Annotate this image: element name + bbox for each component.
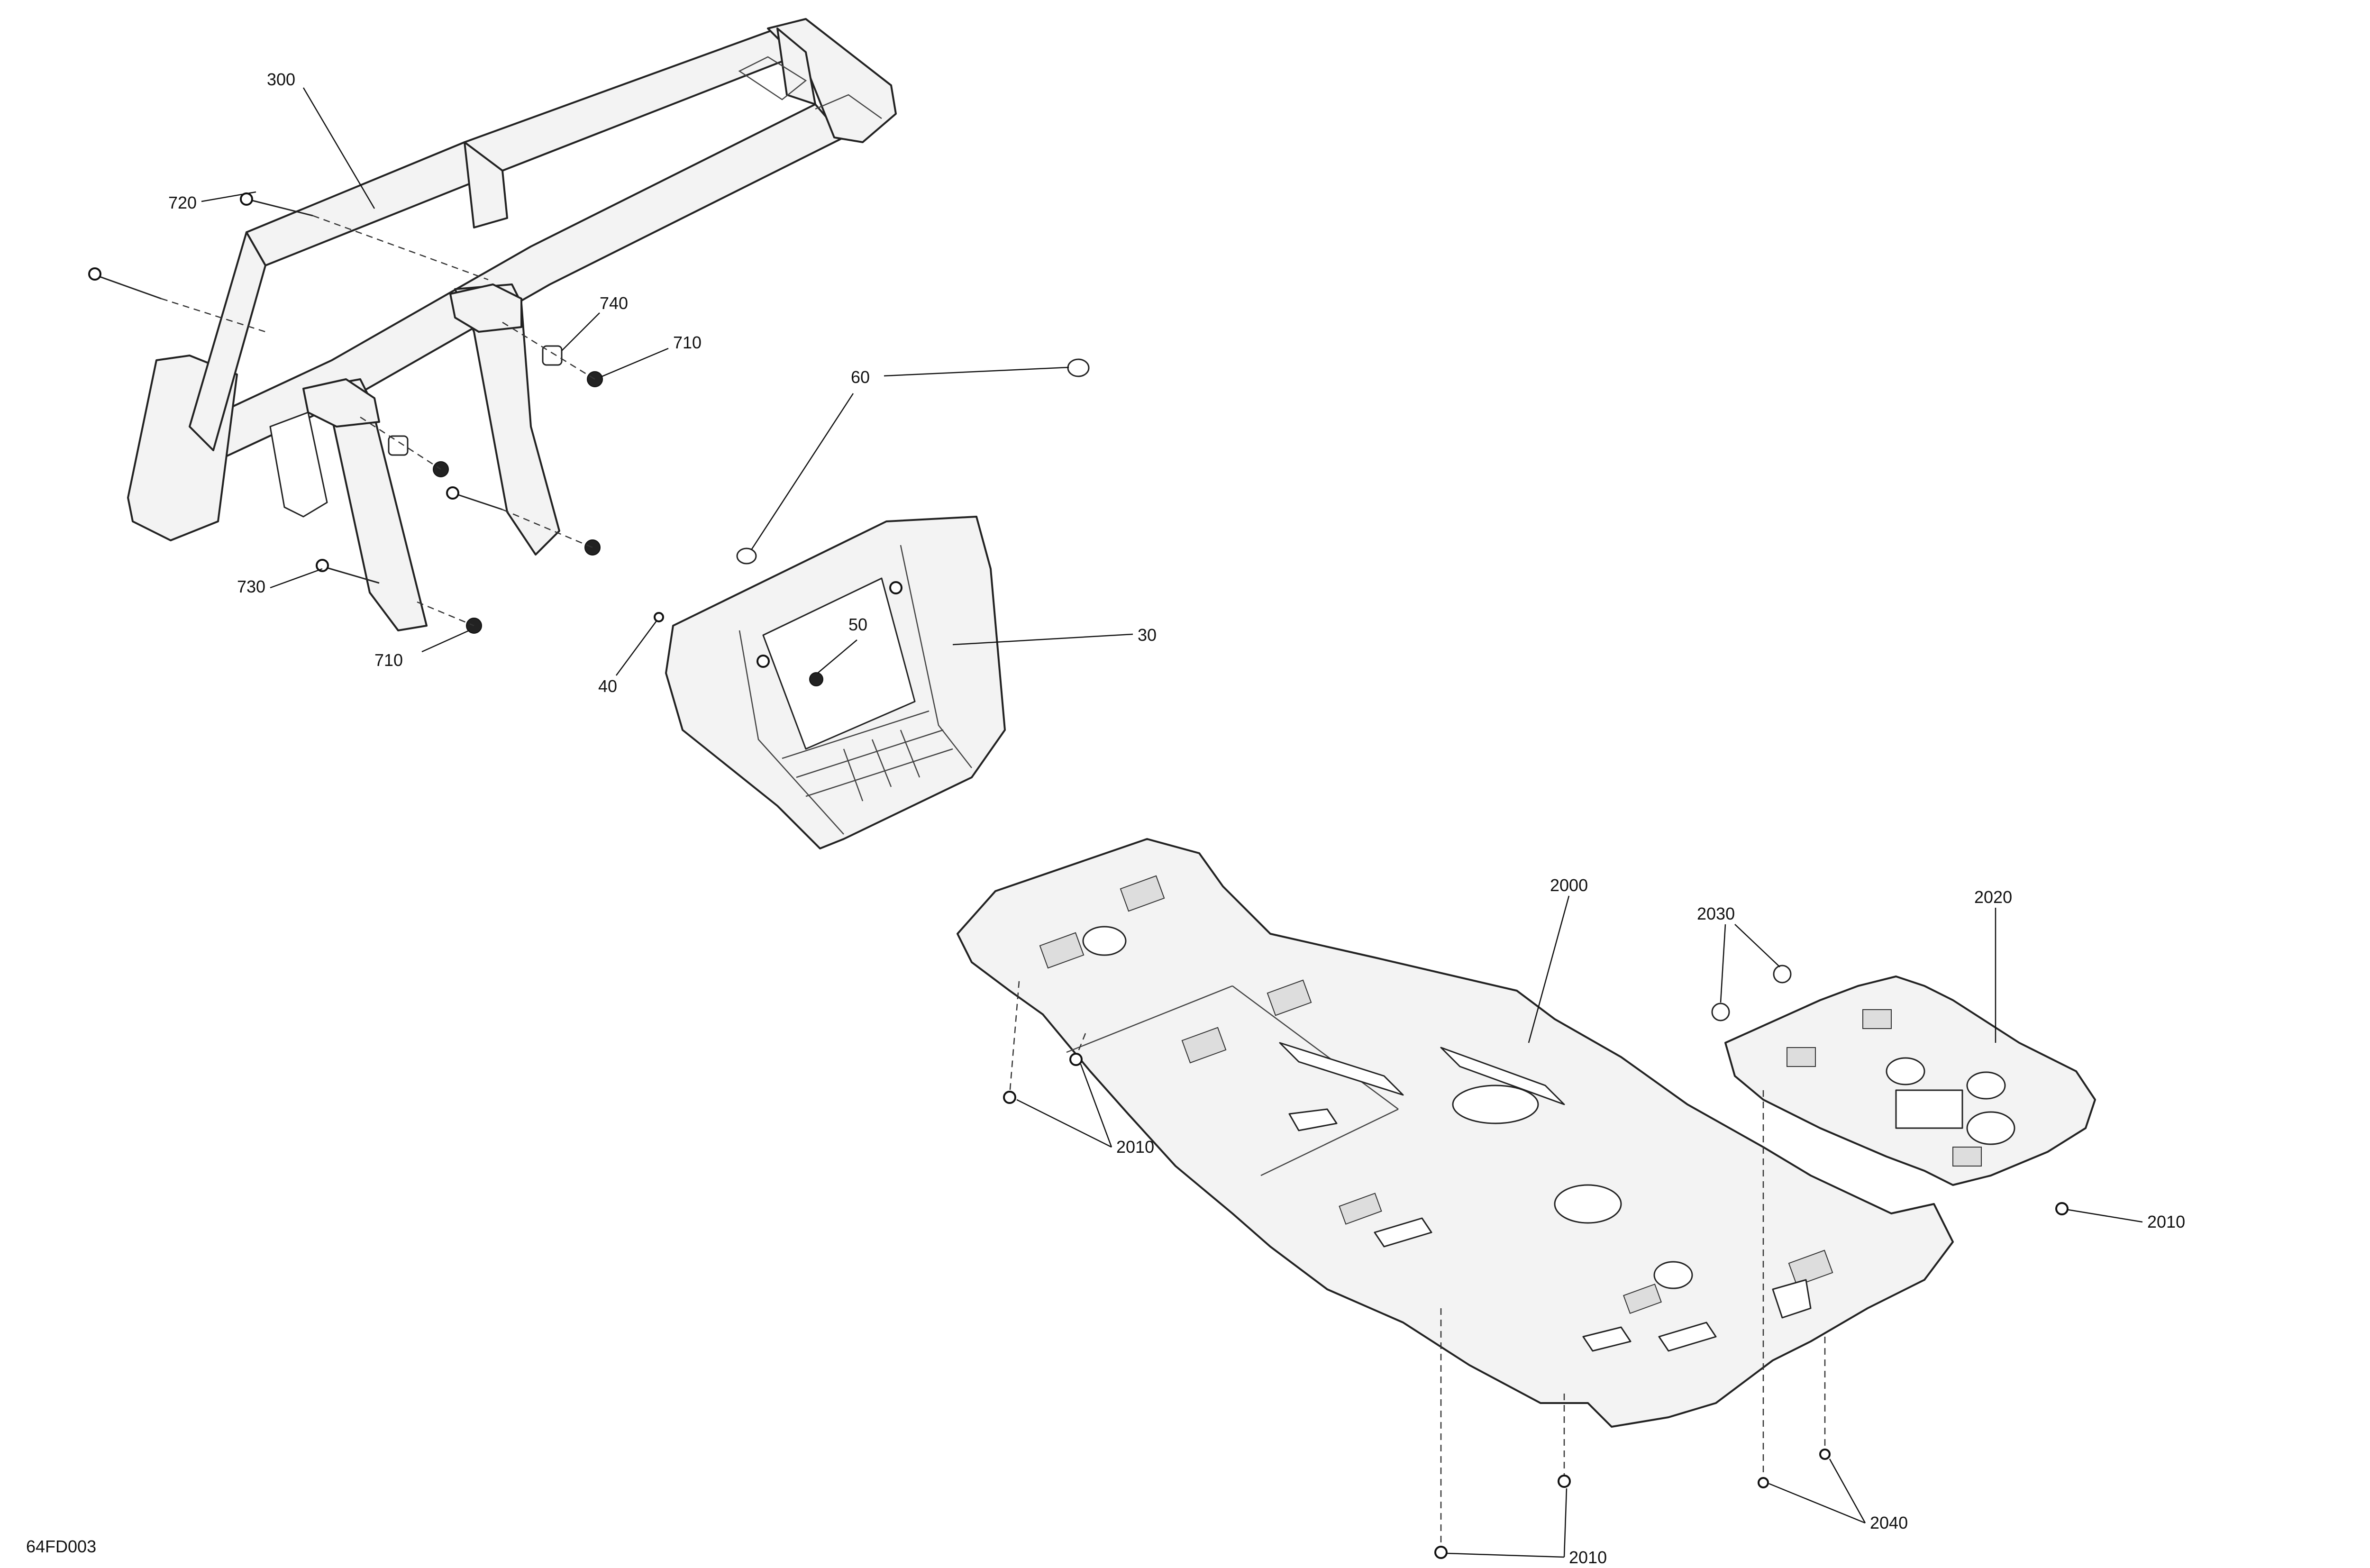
- callout-2010-left: 2010: [1116, 1137, 1154, 1157]
- callout-2010-right: 2010: [2147, 1212, 2185, 1231]
- callout-720: 720: [168, 193, 197, 212]
- callout-300: 300: [267, 70, 295, 89]
- skid-plate-oval-opening: [1452, 1085, 1539, 1124]
- callout-740: 740: [600, 293, 628, 313]
- callout-60: 60: [851, 367, 870, 387]
- bumper-upper-tube: [246, 27, 807, 266]
- callout-30: 30: [1138, 625, 1157, 645]
- callout-labels: 300 720 740 710 710 730 60 50 40 30 2000…: [26, 70, 2185, 1567]
- screw-2010-e: [2055, 1202, 2069, 1215]
- skid-plate-oval-opening-2: [1554, 1184, 1622, 1224]
- grommet-60: [1067, 358, 1090, 377]
- screw-2010-c: [1434, 1546, 1448, 1559]
- front-fascia: [654, 358, 1090, 849]
- callout-2030: 2030: [1697, 904, 1735, 923]
- spacer-740: [542, 345, 563, 366]
- callout-2020: 2020: [1974, 887, 2012, 907]
- skid-plate-body: [957, 838, 1954, 1428]
- spacer-lower: [388, 435, 409, 456]
- screw-2010-b: [1069, 1053, 1083, 1066]
- screw-2040-b: [1819, 1449, 1831, 1460]
- bolt-side-head: [88, 267, 101, 281]
- bolt-730-shank: [322, 565, 380, 584]
- diagram-id: 64FD003: [26, 1537, 96, 1556]
- clip-2030-a: [1711, 1003, 1730, 1021]
- callout-50: 50: [848, 615, 867, 634]
- bolt-730-head: [316, 559, 329, 572]
- fastener-50: [809, 672, 823, 686]
- callout-2000: 2000: [1550, 875, 1588, 895]
- bumper-skid-left: [269, 411, 328, 518]
- bracket-left: [302, 378, 380, 428]
- callout-710-upper: 710: [673, 333, 702, 352]
- nut-right-leg: [584, 539, 601, 556]
- bumper-connector-right: [776, 27, 816, 105]
- callout-730: 730: [237, 577, 265, 596]
- bumper-connector-left: [189, 231, 266, 451]
- bumper-leg-right: [454, 283, 560, 556]
- callout-2010-bottom: 2010: [1569, 1548, 1607, 1567]
- screw-2010-d: [1558, 1475, 1571, 1488]
- fascia-inner-panel: [762, 577, 916, 750]
- bolt-lower-shank: [452, 492, 503, 511]
- bolt-side-shank: [94, 274, 162, 300]
- bumper-fasteners: [88, 192, 603, 634]
- bumper-connector-mid: [464, 141, 508, 228]
- skid-fasteners: [1003, 981, 2069, 1559]
- callout-40: 40: [598, 676, 617, 696]
- bolt-lower-head: [446, 486, 459, 500]
- screw-2040-a: [1758, 1477, 1769, 1488]
- screw-40: [654, 612, 664, 622]
- callout-2040: 2040: [1870, 1513, 1908, 1532]
- bolt-720-shank: [246, 198, 313, 217]
- grommet-lower-60: [736, 547, 757, 565]
- clip-2030-b: [1773, 965, 1792, 984]
- front-bumper-guard: [127, 18, 897, 631]
- bolt-720-head: [240, 192, 253, 206]
- rear-skid-plate: [1711, 965, 2096, 1186]
- callout-710-lower: 710: [374, 650, 403, 670]
- leader-lines: [201, 87, 2143, 1558]
- main-skid-plate: [957, 838, 1954, 1428]
- bumper-leg-left: [307, 378, 428, 631]
- screw-2010-a: [1003, 1091, 1016, 1104]
- bracket-right: [449, 283, 522, 333]
